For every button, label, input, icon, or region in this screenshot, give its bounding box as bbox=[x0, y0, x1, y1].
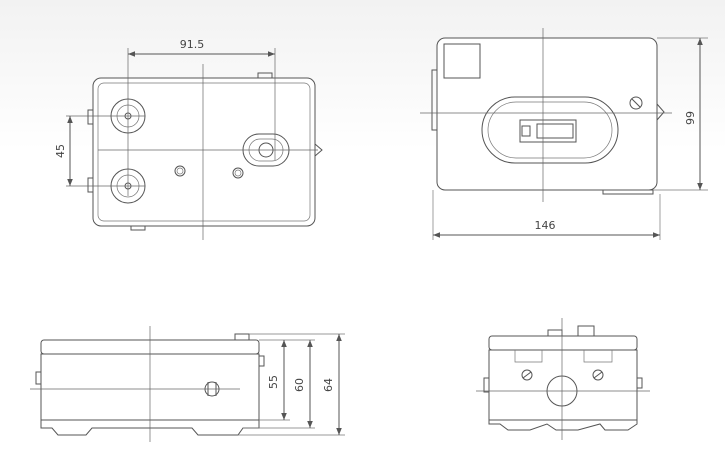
dim-label-hole-spacing-y: 45 bbox=[54, 144, 67, 158]
end-view-top-tab bbox=[547, 329, 563, 337]
label-plate bbox=[443, 43, 481, 79]
top-view-body bbox=[92, 77, 316, 227]
side-view-side-clip bbox=[35, 371, 42, 385]
dim-label-depth-mid: 60 bbox=[293, 378, 306, 392]
top-view: 91.5 45 bbox=[54, 38, 323, 240]
screw-head bbox=[629, 96, 643, 110]
end-view bbox=[476, 318, 650, 440]
side-view-top-tab bbox=[234, 333, 250, 341]
top-view-inner-edge bbox=[97, 82, 311, 222]
top-view-bottom-tab bbox=[130, 225, 146, 231]
dim-label-depth-inner: 55 bbox=[267, 375, 280, 389]
top-view-latch bbox=[314, 143, 323, 157]
mounting-hole bbox=[174, 165, 186, 177]
side-view: 55 60 64 bbox=[30, 326, 345, 442]
dim-label-depth-outer: 64 bbox=[322, 378, 335, 392]
side-view-right-clip bbox=[258, 355, 265, 367]
end-view-lid bbox=[488, 335, 638, 351]
end-view-screw-left bbox=[521, 369, 533, 381]
top-view-tab bbox=[257, 72, 273, 79]
front-view-side-rail bbox=[431, 69, 438, 131]
viewing-window bbox=[481, 96, 619, 164]
top-view-side-clip bbox=[87, 109, 94, 125]
dim-label-front-width: 146 bbox=[535, 219, 556, 232]
end-view-base bbox=[488, 419, 638, 431]
top-view-side-clip bbox=[87, 177, 94, 193]
mounting-hole bbox=[232, 167, 244, 179]
dim-label-front-height: 99 bbox=[684, 111, 697, 125]
front-view-foot bbox=[602, 189, 654, 195]
end-view-top-tab bbox=[577, 325, 595, 337]
end-view-left-clip bbox=[483, 377, 490, 393]
dim-label-hole-spacing-x: 91.5 bbox=[180, 38, 205, 51]
front-view: 99 146 bbox=[420, 28, 708, 240]
end-view-screw-right bbox=[592, 369, 604, 381]
front-view-latch bbox=[656, 103, 665, 121]
end-view-right-clip bbox=[636, 377, 643, 389]
